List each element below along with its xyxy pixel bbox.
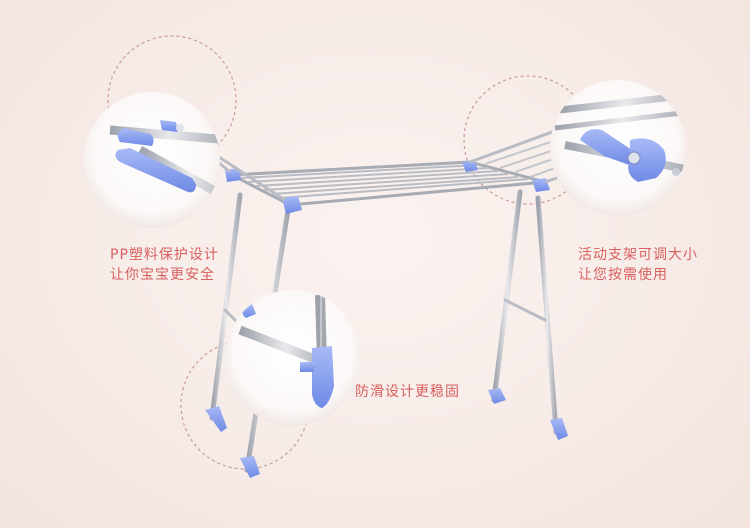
dashed-circle-left <box>107 35 237 165</box>
zoom-bubble-right <box>550 80 686 216</box>
callout-left: PP塑料保护设计 让你宝宝更安全 <box>110 245 219 285</box>
callout-left-line1: PP塑料保护设计 <box>110 247 219 263</box>
callout-right: 活动支架可调大小 让您按需使用 <box>578 245 698 285</box>
callout-bottom: 防滑设计更稳固 <box>355 382 460 402</box>
callout-right-line2: 让您按需使用 <box>578 267 668 283</box>
rack-feet <box>205 388 568 478</box>
callout-left-line2: 让你宝宝更安全 <box>110 267 215 283</box>
callout-bottom-line1: 防滑设计更稳固 <box>355 384 460 400</box>
zoom-bubble-bottom <box>225 290 361 426</box>
zoom-bubble-left <box>84 92 220 228</box>
callout-right-line1: 活动支架可调大小 <box>578 247 698 263</box>
